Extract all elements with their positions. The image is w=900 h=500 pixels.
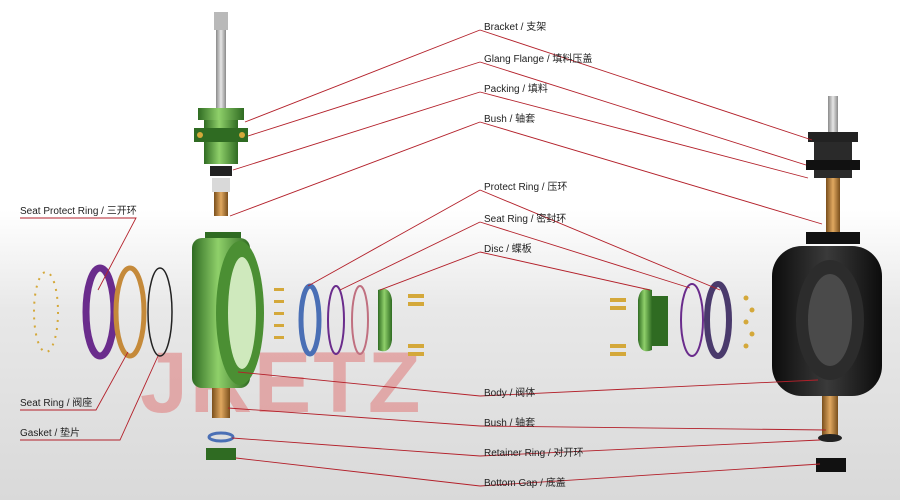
label-protect-ring: Protect Ring / 压环	[484, 182, 568, 193]
bracket-plate	[198, 108, 244, 120]
label-bush-bottom: Bush / 轴套	[484, 418, 536, 429]
label-gasket: Gasket / 垫片	[20, 428, 81, 439]
right-valve	[772, 96, 882, 472]
bottom-cap-left	[206, 448, 236, 460]
label-retainer-ring: Retainer Ring / 对开环	[484, 448, 584, 459]
label-disc: Disc / 蝶板	[484, 244, 532, 255]
label-seat-ring-right: Seat Ring / 密封环	[484, 214, 567, 225]
left-body	[192, 238, 264, 460]
label-bush-top: Bush / 轴套	[484, 114, 536, 125]
retainer-ring-left	[207, 431, 235, 443]
bush-top-left	[214, 192, 228, 216]
label-seat-protect-ring: Seat Protect Ring / 三开环	[20, 206, 137, 217]
stem-top	[214, 12, 228, 30]
label-seat-ring-left: Seat Ring / 阀座	[20, 398, 93, 409]
right-disc-stack	[610, 281, 755, 359]
left-disc-stack	[274, 283, 424, 357]
label-gland-flange: Glang Flange / 填料压盖	[484, 54, 593, 65]
label-packing: Packing / 填料	[484, 84, 548, 95]
bush-bottom-left	[212, 388, 230, 418]
watermark-logo: JRETZ	[140, 335, 422, 431]
leader-lines	[20, 29, 827, 487]
stem-shaft	[216, 12, 226, 112]
packing-left	[210, 166, 232, 176]
left-ring-stack	[33, 264, 173, 360]
label-body: Body / 阀体	[484, 388, 536, 399]
label-bottom-gap: Bottom Gap / 底盖	[484, 478, 566, 489]
left-stem-assembly	[194, 12, 248, 242]
gland-flange-left	[194, 128, 248, 142]
label-bracket: Bracket / 支架	[484, 22, 547, 33]
